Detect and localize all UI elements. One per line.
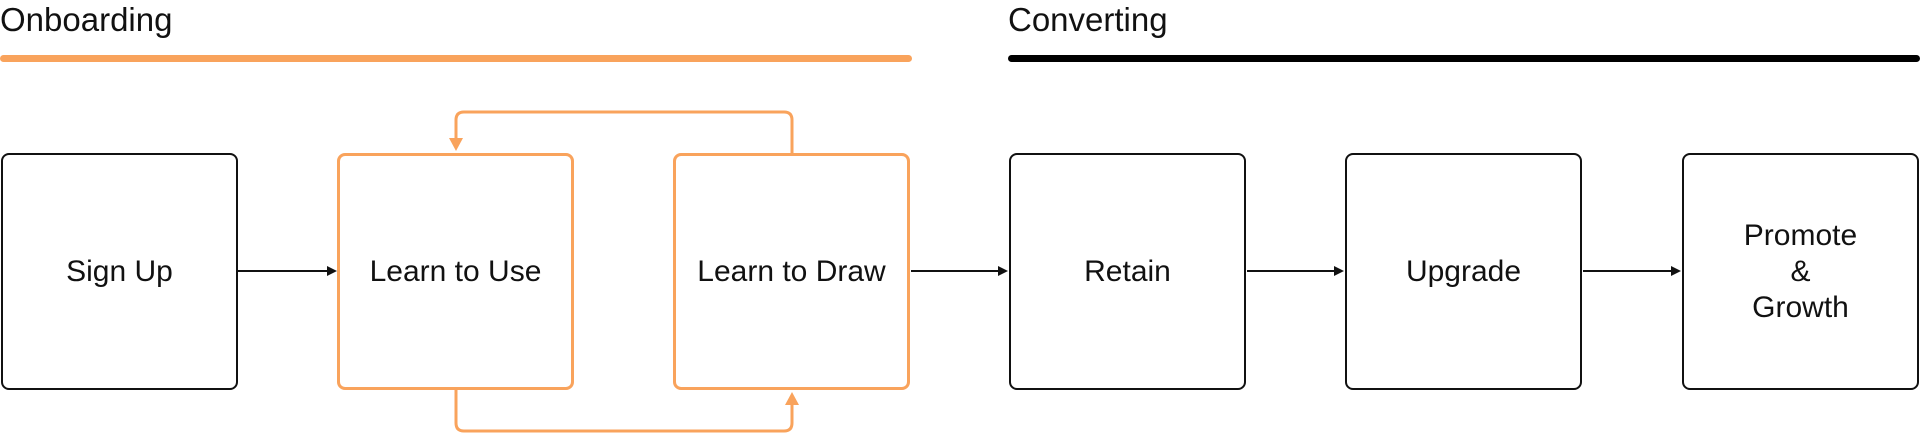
node-retain: Retain	[1009, 153, 1246, 390]
arrow-retain-to-upgrade	[1247, 266, 1344, 276]
node-label: Sign Up	[66, 254, 173, 288]
node-sign-up: Sign Up	[1, 153, 238, 390]
onboarding-bar	[0, 55, 912, 62]
node-label: Promote & Growth	[1743, 218, 1858, 324]
node-label: Upgrade	[1405, 254, 1522, 288]
arrow-signup-to-learn-use	[238, 266, 337, 276]
converting-title: Converting	[1008, 1, 1168, 38]
loop-learn-use-to-learn-draw	[454, 390, 799, 433]
arrow-upgrade-to-promote	[1583, 266, 1681, 276]
loop-learn-draw-to-learn-use	[449, 110, 794, 153]
node-learn-to-draw: Learn to Draw	[673, 153, 910, 390]
node-upgrade: Upgrade	[1345, 153, 1582, 390]
node-label: Learn to Use	[369, 254, 542, 288]
arrow-learn-draw-to-retain	[911, 266, 1008, 276]
node-promote-growth: Promote & Growth	[1682, 153, 1919, 390]
node-label: Learn to Draw	[697, 254, 886, 288]
node-label: Retain	[1084, 254, 1171, 288]
onboarding-title: Onboarding	[0, 1, 173, 38]
node-learn-to-use: Learn to Use	[337, 153, 574, 390]
converting-bar	[1008, 55, 1920, 62]
